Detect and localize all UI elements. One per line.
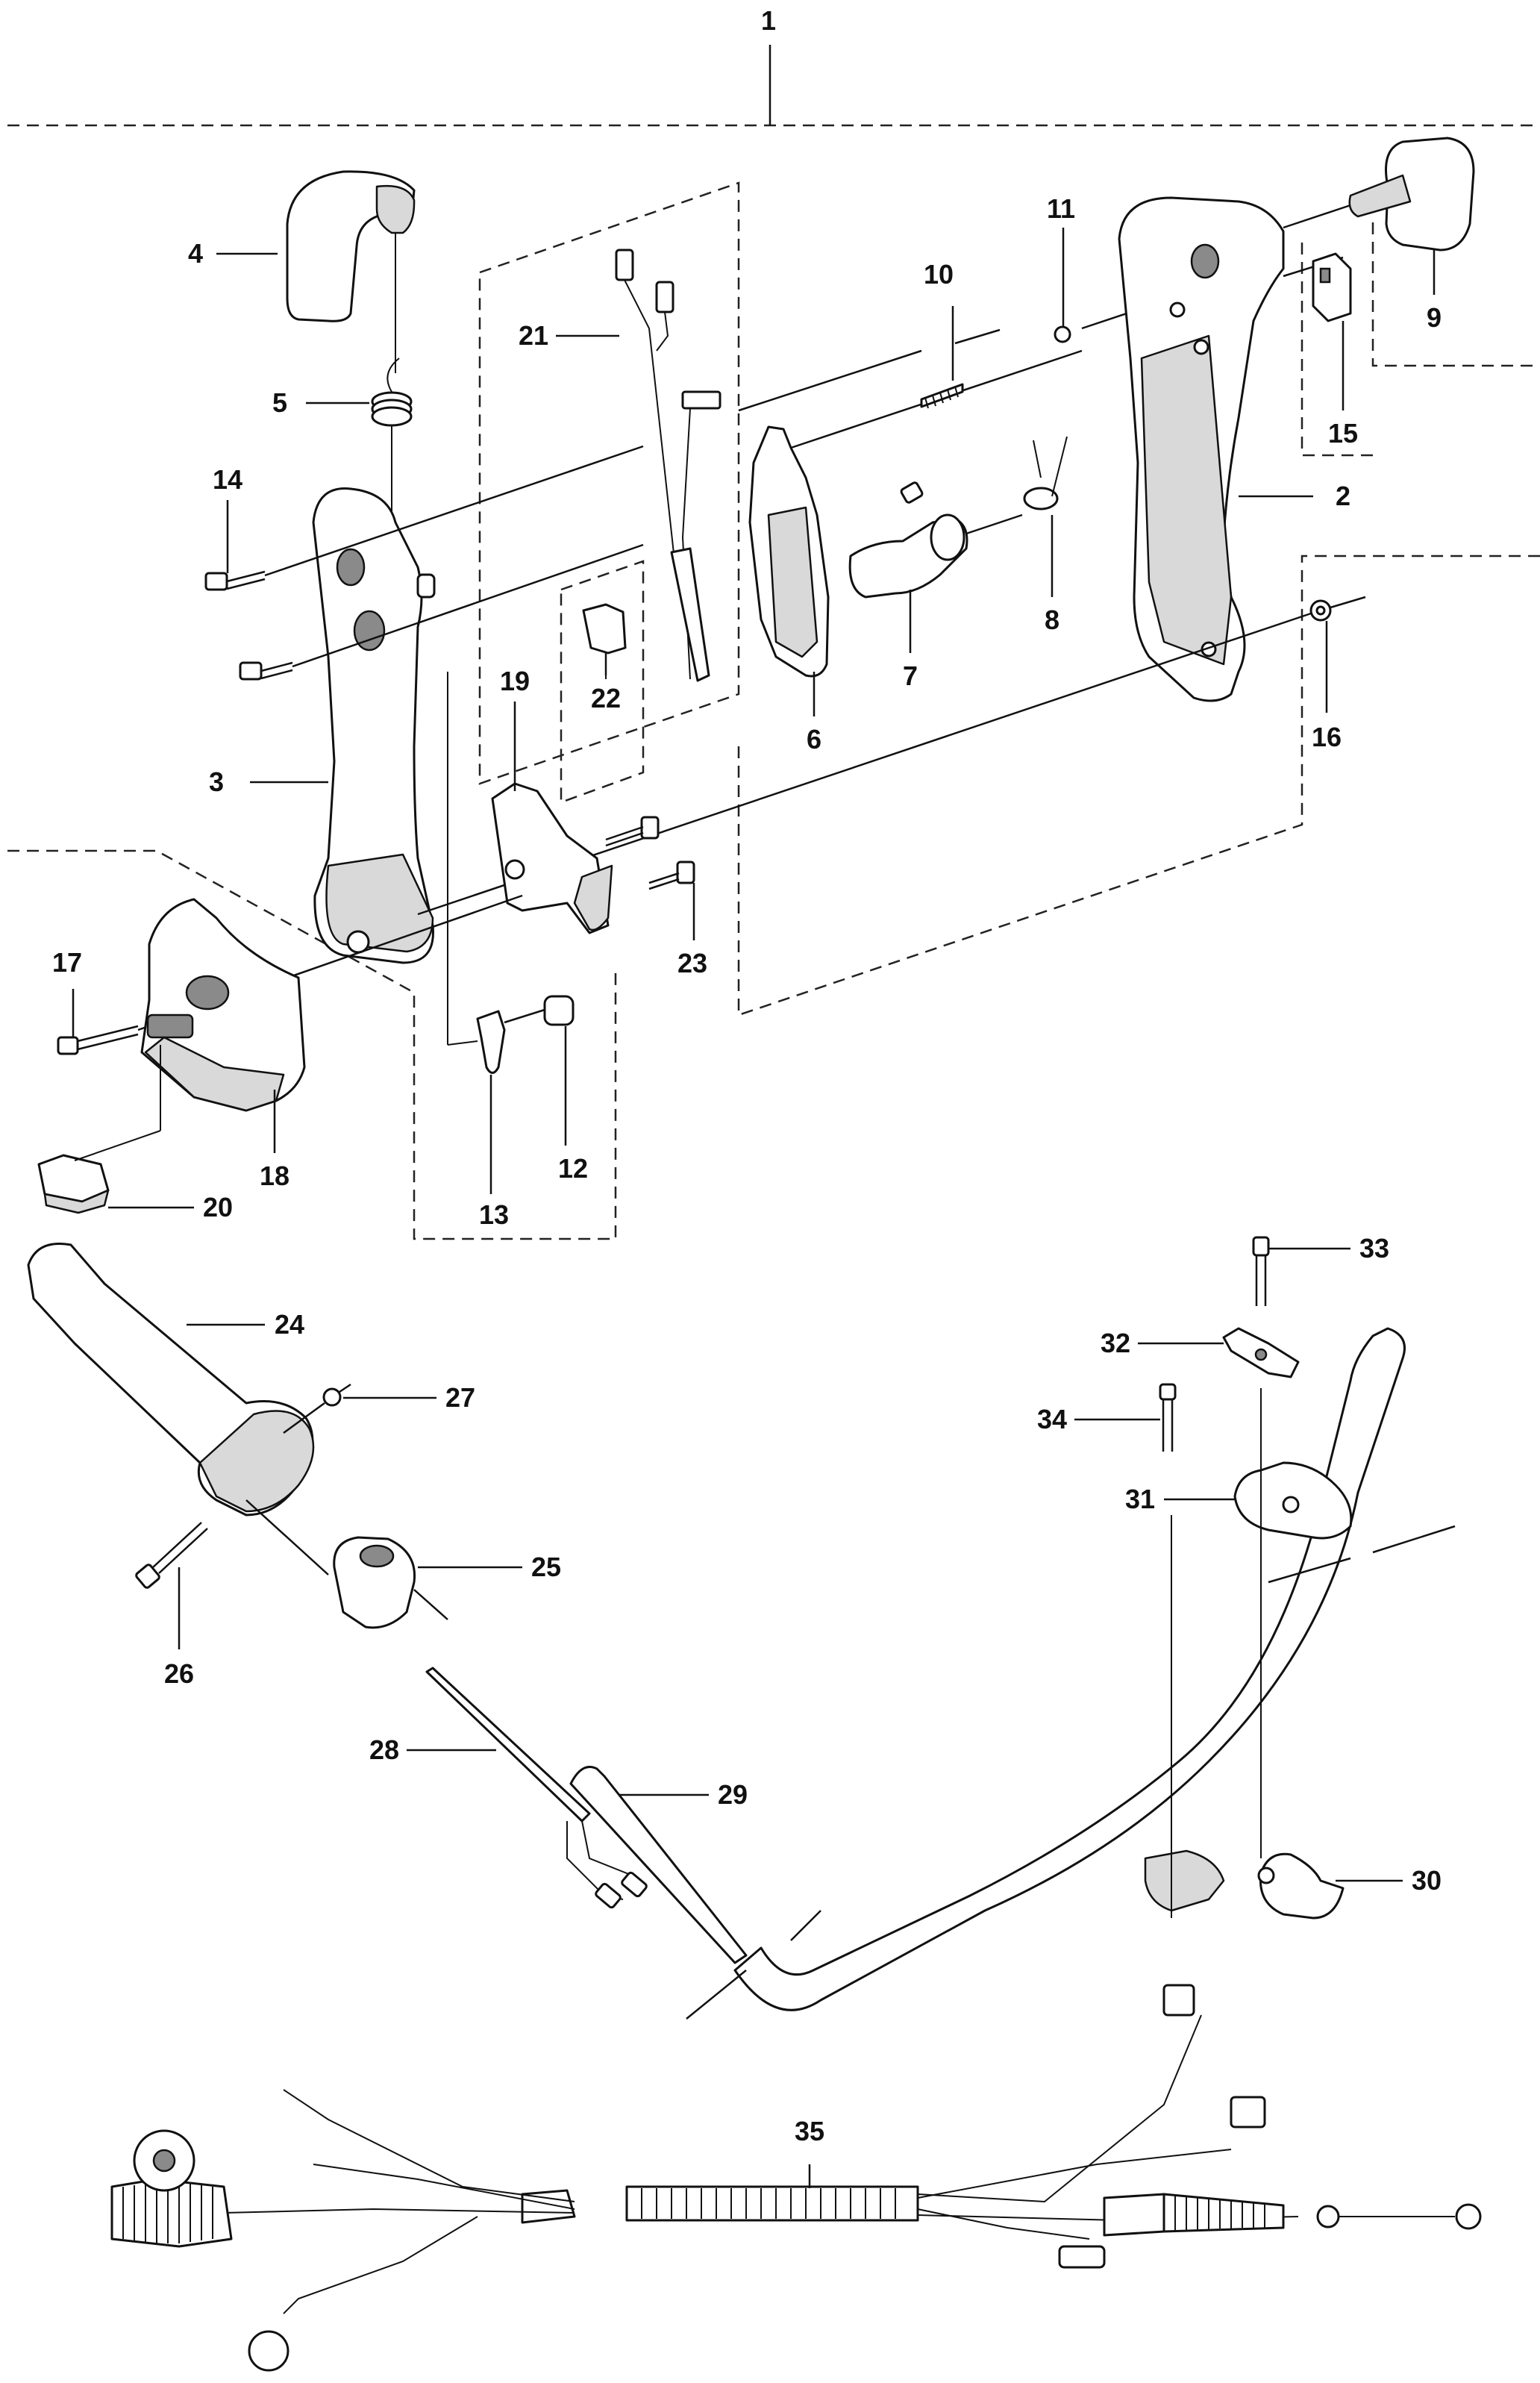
part-10-spring [738,349,964,412]
callout-6: 6 [807,724,821,755]
part-34-screw [1159,1383,1177,1452]
part-30-handlebar [686,1327,1456,2020]
callout-32: 32 [1101,1328,1130,1358]
part-8-ring-spring [1023,436,1068,510]
callout-26: 26 [164,1658,194,1689]
callout-33-34: 34 [1037,1404,1067,1434]
part-35-harness [110,1984,1482,2372]
callout-9: 9 [1427,302,1442,333]
part-6-trigger [748,349,1083,678]
callout-23: 23 [677,948,707,978]
callout-11: 11 [1047,193,1075,224]
leader-lines [72,228,1436,1882]
part-26-screw [135,1522,208,1589]
callout-22: 22 [591,683,621,713]
callout-29: 29 [718,1779,748,1810]
part-27-nut [283,1383,351,1434]
callout-31: 31 [1125,1484,1155,1514]
callout-30: 30 [1412,1865,1442,1896]
callout-labels: 1 2 3 4 5 6 7 8 9 10 11 12 13 14 15 16 1… [52,5,1442,2146]
callout-17: 17 [52,947,82,978]
part-23-screws [605,816,695,890]
part-21-wire [615,249,722,682]
part-15-switch [1312,252,1352,322]
callout-16: 16 [1312,722,1342,752]
callout-33: 33 [1359,1233,1389,1264]
part-24-grip [27,1243,329,1575]
part-18-housing [140,898,306,1112]
callout-25: 25 [531,1552,561,1582]
callout-19: 19 [500,666,530,696]
callout-4: 4 [188,238,203,269]
part-2-handle-right [1118,196,1344,702]
callout-5: 5 [272,387,287,418]
callout-7: 7 [903,660,918,691]
part-25-knob [333,1536,448,1629]
callout-13: 13 [479,1199,509,1230]
callout-15: 15 [1328,418,1358,449]
callout-28: 28 [369,1734,399,1765]
part-19-trigger-lock [491,782,613,934]
part-20-switch [37,1045,161,1214]
part-4-grip-cap [286,170,416,373]
callout-20: 20 [203,1192,233,1222]
callout-21: 21 [519,320,548,351]
callout-10: 10 [924,259,954,290]
part-5-spring [371,357,413,515]
callout-14: 14 [213,464,242,495]
callout-27: 27 [445,1382,475,1413]
part-31-clamp [1171,1388,1353,1918]
callout-2: 2 [1336,481,1350,511]
callout-3: 3 [209,766,224,797]
part-28-29-cable [425,1667,748,1964]
part-22-clip [582,603,627,679]
part-3-handle-left [312,487,436,964]
part-17-screw [57,894,523,1055]
callout-24: 24 [275,1309,304,1340]
part-14-screws [204,445,644,681]
assembly-boundary [7,45,1540,1240]
callout-35: 35 [795,2116,824,2146]
callout-18: 18 [260,1161,289,1191]
callout-8: 8 [1045,605,1059,635]
part-9-grip-end [1283,137,1475,252]
part-12-13-pin-clip [447,672,575,1074]
callout-1: 1 [761,5,776,36]
callout-12: 12 [558,1153,588,1184]
part-33-bolt [1252,1236,1270,1306]
part-32-wing-nut [1222,1327,1300,1378]
part-7-lever [848,481,1023,599]
